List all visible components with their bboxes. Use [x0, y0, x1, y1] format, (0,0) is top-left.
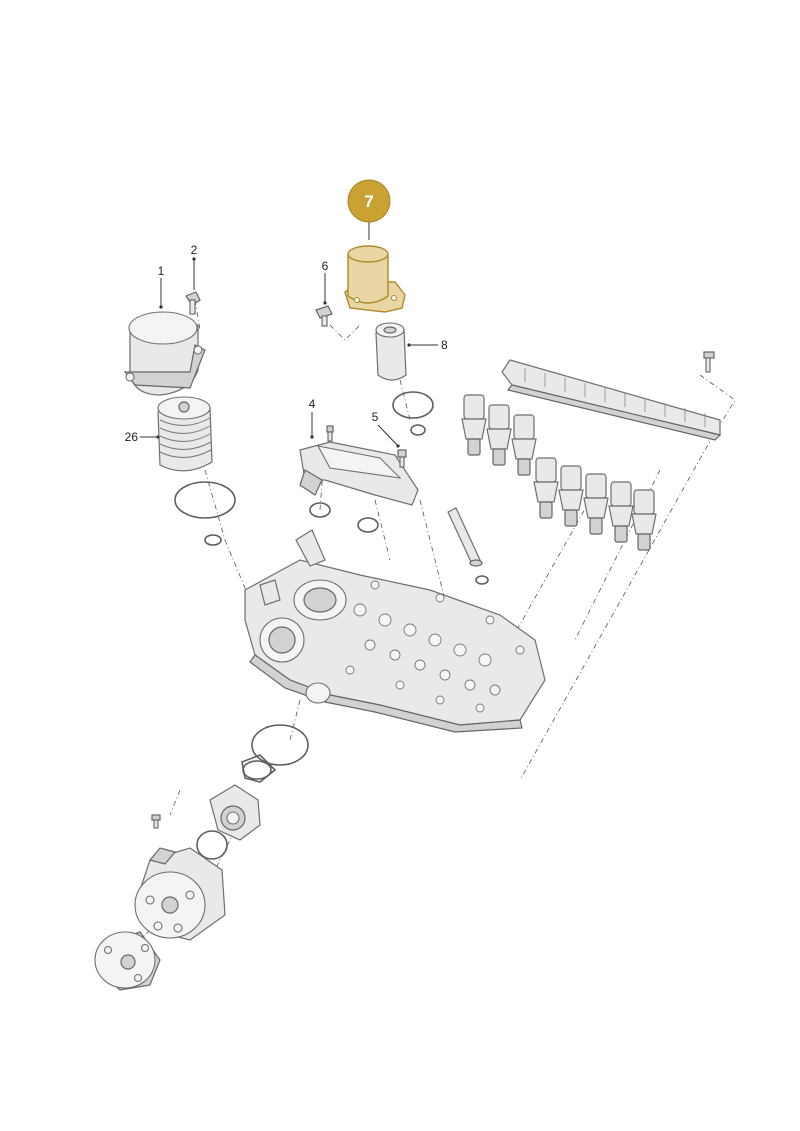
- o-ring-small-1[interactable]: [204, 534, 222, 546]
- main-housing[interactable]: [244, 529, 546, 733]
- callout-1: 1: [158, 264, 165, 278]
- callout-6: 6: [322, 259, 329, 273]
- rail-screw[interactable]: [703, 351, 715, 373]
- o-ring-lower-1[interactable]: [251, 724, 309, 766]
- solenoid-group-upper[interactable]: [461, 394, 537, 476]
- callout-7-badge[interactable]: 7: [347, 179, 391, 223]
- callout-7: 7: [364, 192, 373, 211]
- solenoid-group-lower[interactable]: [533, 457, 657, 551]
- part-5-screw[interactable]: [397, 449, 407, 468]
- o-ring-lower-3[interactable]: [196, 830, 228, 860]
- callout-leaders: [140, 222, 438, 448]
- o-ring-4a[interactable]: [309, 502, 331, 518]
- part-26-filter-element[interactable]: [157, 396, 213, 472]
- part-4-screw[interactable]: [326, 425, 334, 442]
- part-1-filter-housing[interactable]: [123, 311, 206, 396]
- connector-rail[interactable]: [501, 359, 722, 441]
- callout-8: 8: [441, 338, 448, 352]
- pump-flange-disc[interactable]: [94, 931, 161, 991]
- part-8-sleeve[interactable]: [375, 322, 407, 381]
- part-7-highlighted-component[interactable]: [344, 245, 406, 313]
- callout-4: 4: [309, 397, 316, 411]
- o-ring-4b[interactable]: [357, 517, 379, 533]
- pump-housing[interactable]: [134, 847, 226, 941]
- o-ring-large-1[interactable]: [174, 481, 236, 519]
- o-ring-8a[interactable]: [392, 391, 434, 419]
- bearing-housing[interactable]: [209, 784, 261, 841]
- part-4-cover[interactable]: [299, 441, 419, 506]
- part-2-bolt[interactable]: [185, 291, 201, 315]
- small-screw-lower[interactable]: [151, 814, 161, 829]
- pin-washer[interactable]: [475, 575, 489, 585]
- o-ring-8b[interactable]: [410, 424, 426, 436]
- callout-5: 5: [372, 410, 379, 424]
- callout-2: 2: [191, 243, 198, 257]
- part-6-screw[interactable]: [315, 305, 333, 327]
- callout-26: 26: [125, 430, 139, 444]
- guide-pin[interactable]: [447, 507, 483, 567]
- retainer-clip[interactable]: [241, 754, 277, 783]
